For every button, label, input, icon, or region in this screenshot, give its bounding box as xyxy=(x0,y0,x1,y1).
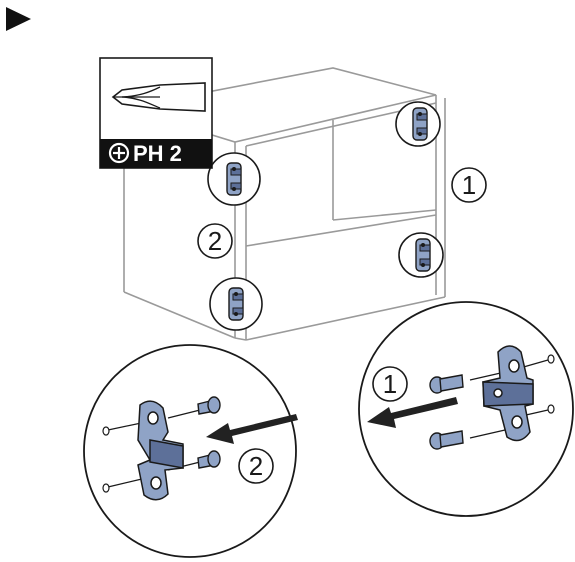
hinge-circle-bottom-left xyxy=(209,277,263,331)
hinge-circle-top-right xyxy=(395,101,441,147)
callout-left-side: 2 xyxy=(197,223,233,259)
svg-text:1: 1 xyxy=(462,170,476,200)
screw-left-top xyxy=(197,396,221,415)
hinge-plate-left xyxy=(137,400,184,501)
detail-circle-right: 1 xyxy=(358,301,574,517)
phillips-screwdriver-icon xyxy=(111,82,206,112)
hinge-circle-bottom-right xyxy=(398,232,444,278)
phillips-plus-icon xyxy=(108,142,130,164)
callout-detail-right: 1 xyxy=(372,366,408,402)
pull-arrow-right xyxy=(367,397,458,428)
svg-text:2: 2 xyxy=(208,226,222,256)
screw-left-bottom xyxy=(197,450,221,469)
hinge-plate-right xyxy=(482,345,534,442)
hinge-circle-top-left xyxy=(207,152,261,206)
screw-right-top xyxy=(429,374,464,394)
callout-detail-left: 2 xyxy=(238,448,274,484)
screw-right-bottom xyxy=(429,430,464,450)
detail-circle-left: 2 xyxy=(83,344,298,558)
play-triangle-icon xyxy=(6,7,31,31)
pull-arrow-left xyxy=(206,414,298,444)
tool-label: PH 2 xyxy=(133,141,182,166)
tool-badge: PH 2 xyxy=(99,57,213,169)
callout-right-side: 1 xyxy=(451,167,487,203)
svg-text:2: 2 xyxy=(249,451,263,481)
svg-text:1: 1 xyxy=(383,369,397,399)
